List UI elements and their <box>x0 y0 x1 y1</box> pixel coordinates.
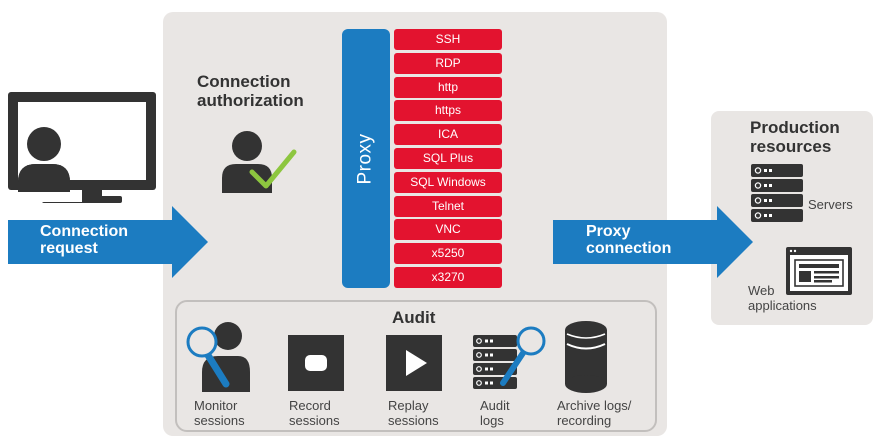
protocol-item: SSH <box>394 29 502 50</box>
protocol-item: VNC <box>394 219 502 241</box>
audit-panel <box>175 300 657 432</box>
protocol-item: SQL Windows <box>394 171 502 193</box>
servers-label: Servers <box>808 197 853 212</box>
web-application-icon <box>786 247 852 295</box>
connection-request-arrow <box>8 206 208 278</box>
proxy-label: Proxy <box>355 132 377 185</box>
protocol-item: x3270 <box>394 266 502 288</box>
proxy-connection-label: Proxy connection <box>586 223 672 257</box>
protocol-list: SSH RDP http https ICA SQL Plus SQL Wind… <box>394 29 502 291</box>
proxy-bar <box>342 29 390 288</box>
protocol-item: http <box>394 76 502 98</box>
authorization-title: Connection authorization <box>197 72 304 110</box>
connection-request-label: Connection request <box>40 223 128 257</box>
replay-icon <box>386 335 442 391</box>
web-applications-label: Web applications <box>748 283 817 313</box>
authorized-user-icon <box>222 131 297 193</box>
servers-icon <box>751 164 803 222</box>
user-computer-icon <box>8 92 156 203</box>
proxy-connection-arrow <box>553 206 753 278</box>
protocol-item: x5250 <box>394 243 502 265</box>
production-title: Production resources <box>750 118 840 156</box>
audit-item-label: Archive logs/recording <box>557 398 632 428</box>
record-icon <box>288 335 344 391</box>
protocol-item: RDP <box>394 52 502 74</box>
audit-logs-icon <box>473 326 546 389</box>
protocol-item: https <box>394 100 502 122</box>
audit-title: Audit <box>392 308 436 327</box>
protocol-item: ICA <box>394 124 502 146</box>
monitor-icon <box>186 322 250 392</box>
archive-icon <box>565 321 607 393</box>
protocol-item: Telnet <box>394 195 502 217</box>
protocol-item: SQL Plus <box>394 147 502 169</box>
